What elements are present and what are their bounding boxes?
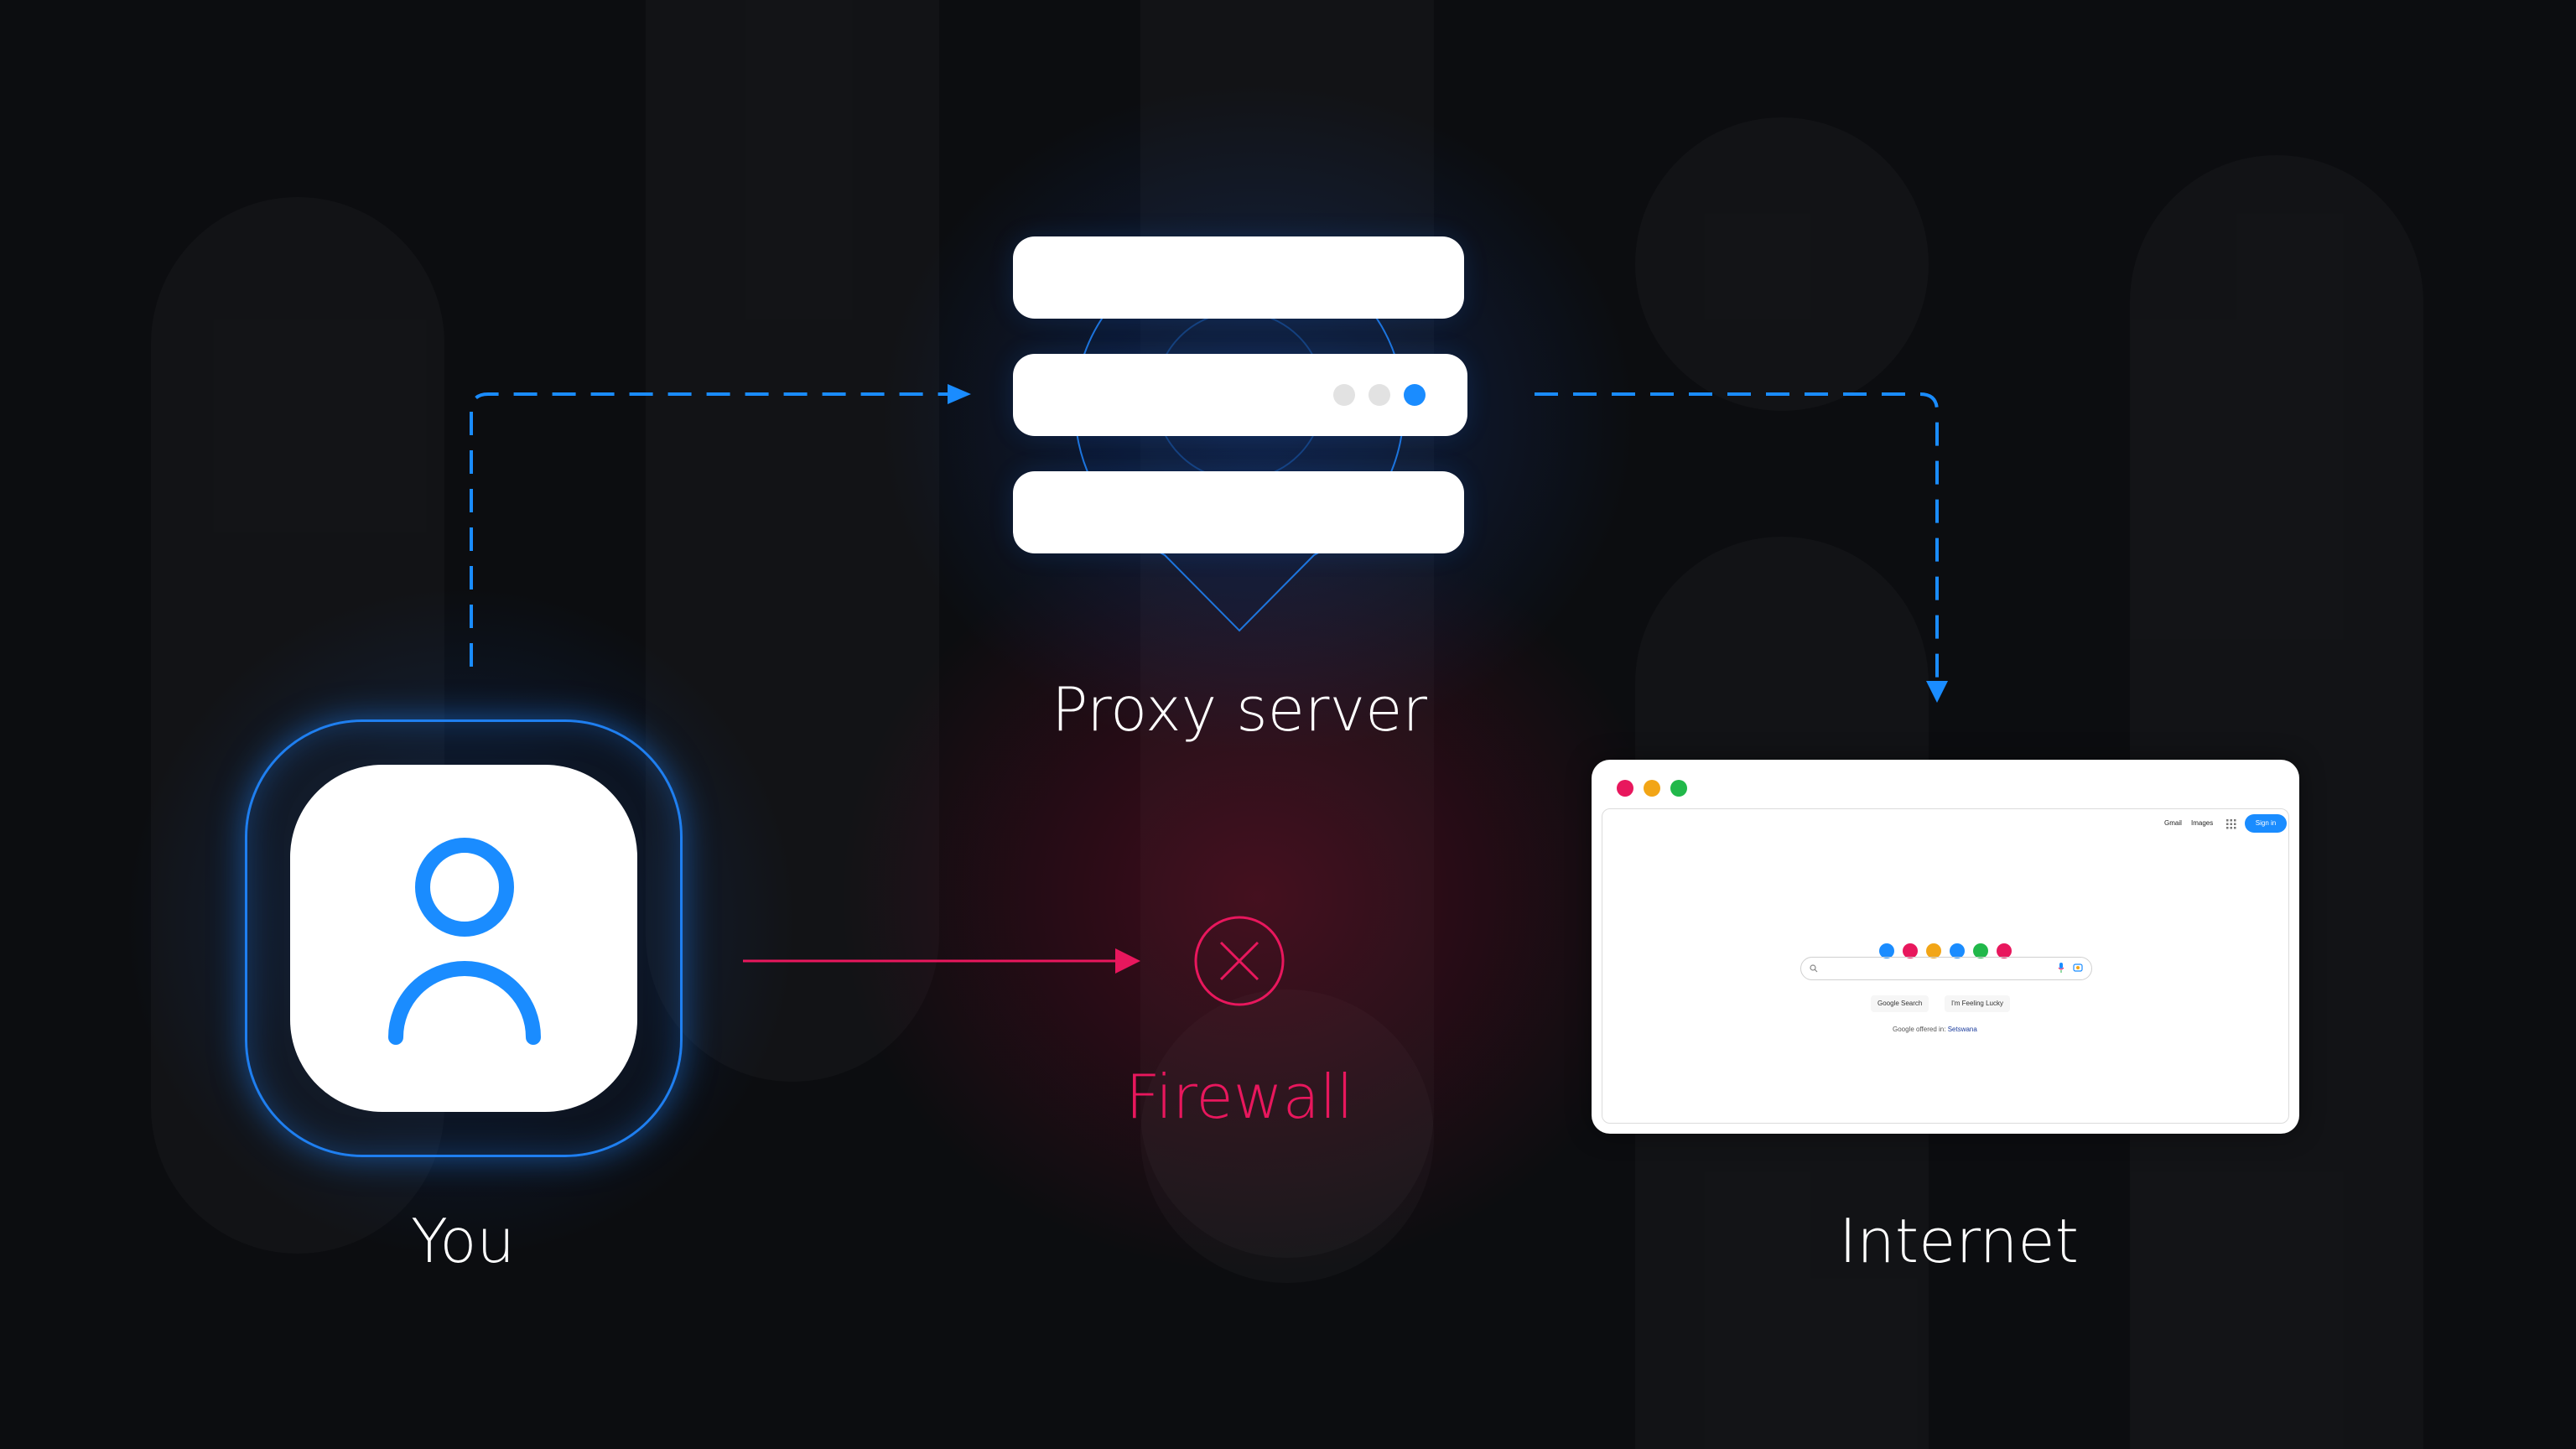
server-bar bbox=[1013, 354, 1467, 436]
logo-dot bbox=[1926, 943, 1941, 958]
logo-dot bbox=[1973, 943, 1988, 958]
user-ring bbox=[245, 719, 683, 1157]
gmail-link[interactable]: Gmail bbox=[2164, 819, 2182, 827]
browser-window: Gmail Images Sign in bbox=[1592, 760, 2299, 1134]
you-label: You bbox=[410, 1206, 516, 1276]
server-bar bbox=[1013, 471, 1464, 553]
user-avatar-tile bbox=[290, 765, 637, 1112]
firewall-label: Firewall bbox=[1125, 1062, 1353, 1132]
user-icon bbox=[388, 838, 541, 1045]
server-led-active bbox=[1404, 384, 1426, 406]
window-maximize-dot bbox=[1670, 780, 1687, 797]
search-input[interactable] bbox=[1800, 957, 2092, 980]
offered-language-link[interactable]: Setswana bbox=[1947, 1026, 1977, 1033]
server-bar bbox=[1013, 236, 1464, 319]
logo-dot bbox=[1903, 943, 1918, 958]
mic-icon[interactable] bbox=[2058, 963, 2064, 973]
arrow-right-icon bbox=[948, 384, 971, 404]
arrow-right-icon bbox=[1115, 948, 1140, 974]
offered-in-text: Google offered in: bbox=[1893, 1026, 1946, 1033]
arrow-down-icon bbox=[1926, 681, 1948, 703]
logo-dot bbox=[1950, 943, 1965, 958]
lucky-button[interactable]: I'm Feeling Lucky bbox=[1945, 995, 2010, 1012]
close-x-icon bbox=[1194, 916, 1285, 1006]
images-link[interactable]: Images bbox=[2191, 819, 2214, 827]
apps-grid-icon[interactable] bbox=[2226, 819, 2236, 829]
camera-icon[interactable] bbox=[2073, 963, 2083, 973]
browser-viewport: Gmail Images Sign in bbox=[1602, 808, 2289, 1124]
window-close-dot bbox=[1617, 780, 1633, 797]
proxy-server-label: Proxy server bbox=[1051, 674, 1428, 745]
logo-dot bbox=[1997, 943, 2012, 958]
window-minimize-dot bbox=[1644, 780, 1660, 797]
logo-dot bbox=[1879, 943, 1894, 958]
search-button[interactable]: Google Search bbox=[1871, 995, 1929, 1012]
server-led bbox=[1333, 384, 1355, 406]
internet-label: Internet bbox=[1839, 1206, 2079, 1276]
sign-in-button[interactable]: Sign in bbox=[2245, 814, 2287, 833]
offered-in-line: Google offered in: Setswana bbox=[1893, 1026, 1977, 1033]
path-you-to-proxy bbox=[470, 392, 954, 667]
path-proxy-to-internet bbox=[1535, 392, 1939, 681]
server-led bbox=[1368, 384, 1390, 406]
search-icon bbox=[1810, 964, 1818, 973]
